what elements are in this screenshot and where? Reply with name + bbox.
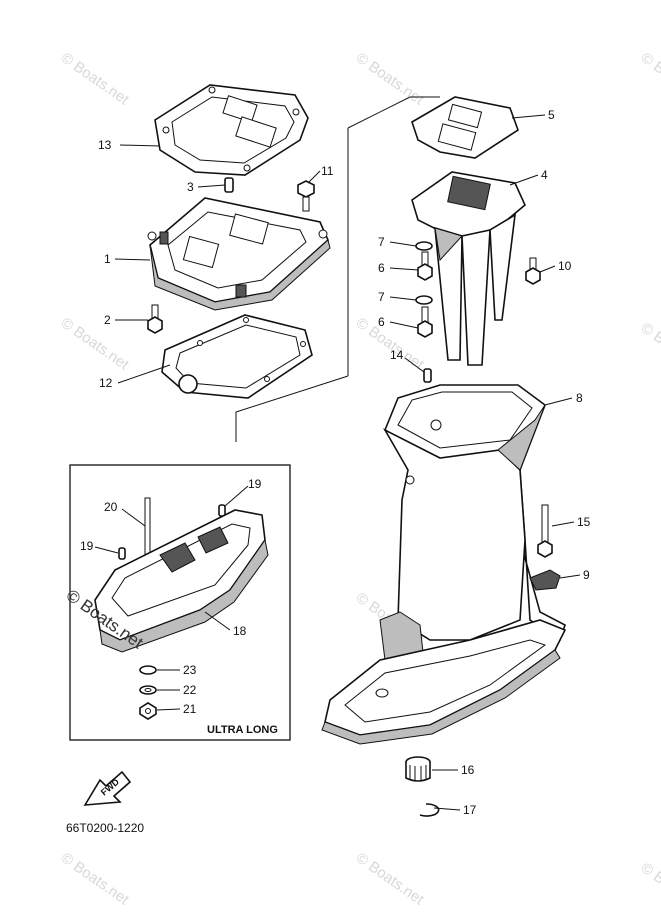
diagram-code: 66T0200-1220 (66, 821, 144, 835)
callout-12: 12 (99, 376, 113, 390)
callout-23: 23 (183, 663, 197, 677)
callout-21: 21 (183, 702, 197, 716)
callout-6-lower: 6 (378, 315, 385, 329)
part-5-gasket (411, 96, 519, 159)
part-7-washer-lower (415, 295, 433, 305)
watermark: © Boats.net (353, 849, 428, 908)
part-1-mounting-plate (147, 197, 331, 311)
callout-4: 4 (541, 168, 548, 182)
part-3-dowel (224, 177, 234, 193)
part-12-gasket (161, 314, 313, 399)
callout-labels: 13 3 1 2 12 11 5 4 7 6 7 6 10 14 8 15 9 … (80, 108, 591, 817)
leader-lines (94, 114, 581, 811)
callout-19-upper: 19 (248, 477, 262, 491)
part-17-circlip (419, 803, 440, 817)
callout-19-lower: 19 (80, 539, 94, 553)
part-11-bolt (297, 180, 315, 212)
inset-title: ULTRA LONG (207, 724, 278, 736)
callout-17: 17 (463, 803, 477, 817)
part-4-exhaust-guide (411, 171, 526, 366)
watermark: © Boats.net (638, 319, 661, 378)
part-23-washer (139, 665, 157, 675)
callout-3: 3 (187, 180, 194, 194)
watermarks: © Boats.net © Boats.net © Boats.net © Bo… (58, 49, 661, 913)
callout-15: 15 (577, 515, 591, 529)
inset-frame (69, 464, 291, 741)
part-19-dowel-left (118, 547, 126, 560)
part-15-bolt (537, 504, 553, 558)
callout-22: 22 (183, 683, 197, 697)
part-9-grommet (529, 569, 561, 591)
part-21-nut (139, 702, 157, 720)
watermark: © Boats.net (58, 49, 133, 108)
callout-16: 16 (461, 763, 475, 777)
part-6-bolt-lower (417, 306, 433, 338)
callout-9: 9 (583, 568, 590, 582)
callout-10: 10 (558, 259, 572, 273)
assembly-frame-lines (235, 96, 440, 442)
callout-11: 11 (321, 164, 334, 178)
part-14-dowel (423, 368, 432, 383)
part-7-washer-upper (415, 241, 433, 251)
part-16-nut (405, 756, 431, 782)
watermark: © Boats.net (58, 849, 133, 908)
part-8-upper-casing (382, 384, 566, 642)
part-19-dowel-right (218, 504, 226, 517)
part-2-bolt (147, 304, 163, 334)
callout-2: 2 (104, 313, 111, 327)
callout-14: 14 (390, 348, 404, 362)
watermark: © Boats.net (58, 314, 133, 373)
callout-1: 1 (104, 252, 111, 266)
callout-13: 13 (98, 138, 112, 152)
watermark: © Boats.net (638, 859, 661, 913)
callout-6-upper: 6 (378, 261, 385, 275)
callout-7-lower: 7 (378, 290, 385, 304)
part-18-spacer (94, 509, 269, 653)
part-6-bolt-upper (417, 251, 433, 281)
part-10-bolt (525, 257, 541, 285)
callout-8: 8 (576, 391, 583, 405)
part-22-lock-washer (139, 685, 157, 695)
callout-18: 18 (233, 624, 247, 638)
watermark: © Boats.net (353, 314, 428, 373)
anti-cavitation-plate (321, 611, 567, 745)
watermark: © Boats.net (353, 49, 428, 108)
watermark: © Boats.net (638, 49, 661, 108)
ultra-long-inset: ULTRA LONG © Boats.net (63, 464, 291, 741)
fwd-arrow: FWD (83, 770, 132, 806)
callout-20: 20 (104, 500, 118, 514)
part-13-gasket (154, 84, 309, 176)
callout-7-upper: 7 (378, 235, 385, 249)
callout-5: 5 (548, 108, 555, 122)
